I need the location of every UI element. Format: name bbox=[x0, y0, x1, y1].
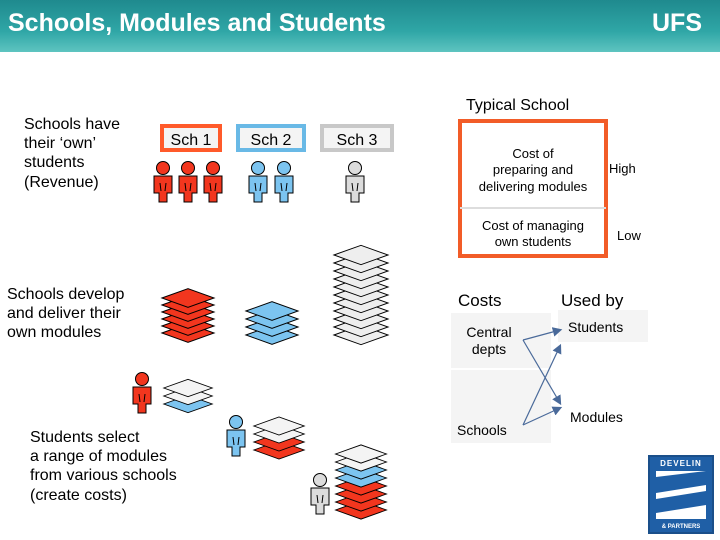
students-label: Students bbox=[568, 319, 624, 335]
person-icon bbox=[203, 161, 223, 203]
student-blue-selection bbox=[226, 415, 305, 460]
costs-column-box bbox=[451, 313, 551, 443]
cost-manage-label: Cost of managing own students bbox=[482, 218, 584, 250]
typical-school-title: Typical School bbox=[466, 97, 570, 114]
typical-divider bbox=[460, 207, 606, 209]
students-description: Schools have their ‘own’ students (Reven… bbox=[24, 116, 121, 191]
high-label: High bbox=[609, 161, 636, 176]
logo-bottom-text: & PARTNERS bbox=[661, 524, 701, 530]
cost-delivery-label: Cost of preparing and delivering modules bbox=[478, 146, 588, 194]
typical-school-box bbox=[458, 119, 608, 258]
person-icon bbox=[153, 161, 173, 203]
page-title: Schools, Modules and Students bbox=[8, 9, 386, 37]
modules-description: Schools develop and deliver their own mo… bbox=[7, 286, 125, 342]
school-3-label: Sch 3 bbox=[320, 124, 394, 152]
person-icon bbox=[178, 161, 198, 203]
used-by-heading: Used by bbox=[561, 291, 624, 310]
sch2-students bbox=[248, 161, 294, 203]
logo-mark-icon bbox=[656, 471, 706, 519]
student-red-selection bbox=[132, 372, 213, 414]
matrix-arrows bbox=[522, 327, 563, 426]
sch3-module-stack bbox=[333, 244, 389, 346]
person-icon bbox=[132, 372, 152, 414]
develin-logo: DEVELIN & PARTNERS bbox=[648, 455, 714, 534]
person-icon bbox=[248, 161, 268, 203]
students-box bbox=[558, 310, 648, 342]
title-bar: Schools, Modules and Students UFS bbox=[0, 0, 720, 52]
arrow-icon bbox=[522, 327, 563, 341]
brand-label: UFS bbox=[652, 9, 702, 37]
schools-label: Schools bbox=[457, 422, 507, 438]
person-icon bbox=[345, 161, 365, 203]
sch1-students bbox=[153, 161, 223, 203]
central-depts-label: Central depts bbox=[466, 324, 512, 357]
student-grey-selection bbox=[310, 444, 387, 520]
select-description: Students select a range of modules from … bbox=[30, 429, 177, 504]
sch2-module-stack bbox=[245, 301, 299, 345]
arrow-icon bbox=[522, 406, 563, 426]
costs-heading: Costs bbox=[458, 291, 502, 310]
modules-label: Modules bbox=[570, 409, 623, 425]
school-2-label: Sch 2 bbox=[236, 124, 306, 152]
logo-top-text: DEVELIN bbox=[660, 459, 702, 468]
person-icon bbox=[310, 473, 330, 515]
arrow-icon bbox=[522, 339, 562, 406]
sch3-students bbox=[345, 161, 365, 203]
person-icon bbox=[226, 415, 246, 457]
low-label: Low bbox=[617, 228, 641, 243]
sch1-module-stack bbox=[161, 288, 215, 343]
costs-separator bbox=[451, 368, 551, 370]
person-icon bbox=[274, 161, 294, 203]
school-1-label: Sch 1 bbox=[160, 124, 222, 152]
arrow-icon bbox=[522, 343, 562, 426]
